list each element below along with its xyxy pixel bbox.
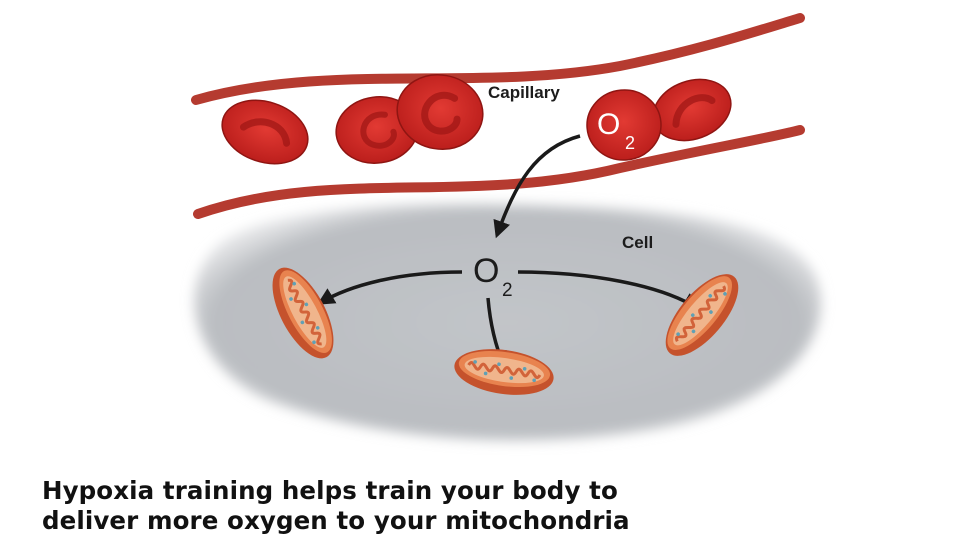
cell-label: Cell — [622, 233, 653, 252]
capillary-upper-wall — [191, 13, 805, 105]
capillary-label: Capillary — [488, 83, 560, 102]
o2-label-capillary: O 2 — [597, 108, 635, 153]
caption-line-2: deliver more oxygen to your mitochondria — [42, 506, 630, 535]
arrow-icon — [517, 270, 700, 310]
o2-label-cell: O 2 — [473, 252, 513, 301]
red-blood-cell-icon — [586, 89, 662, 161]
capillary-lower-wall — [193, 125, 805, 219]
caption-line-1: Hypoxia training helps train your body t… — [42, 476, 618, 505]
arrow-icon — [316, 270, 463, 305]
capillary — [191, 13, 805, 219]
arrow-icon — [493, 134, 581, 239]
cell-body — [194, 203, 822, 441]
svg-text:2: 2 — [625, 133, 635, 153]
svg-text:2: 2 — [502, 280, 513, 301]
caption: Hypoxia training helps train your body t… — [42, 476, 942, 536]
red-blood-cell-icon — [396, 74, 484, 150]
red-blood-cell-icon — [221, 99, 309, 165]
svg-text:O: O — [473, 252, 499, 290]
svg-text:O: O — [597, 108, 620, 141]
red-blood-cells — [221, 74, 732, 165]
